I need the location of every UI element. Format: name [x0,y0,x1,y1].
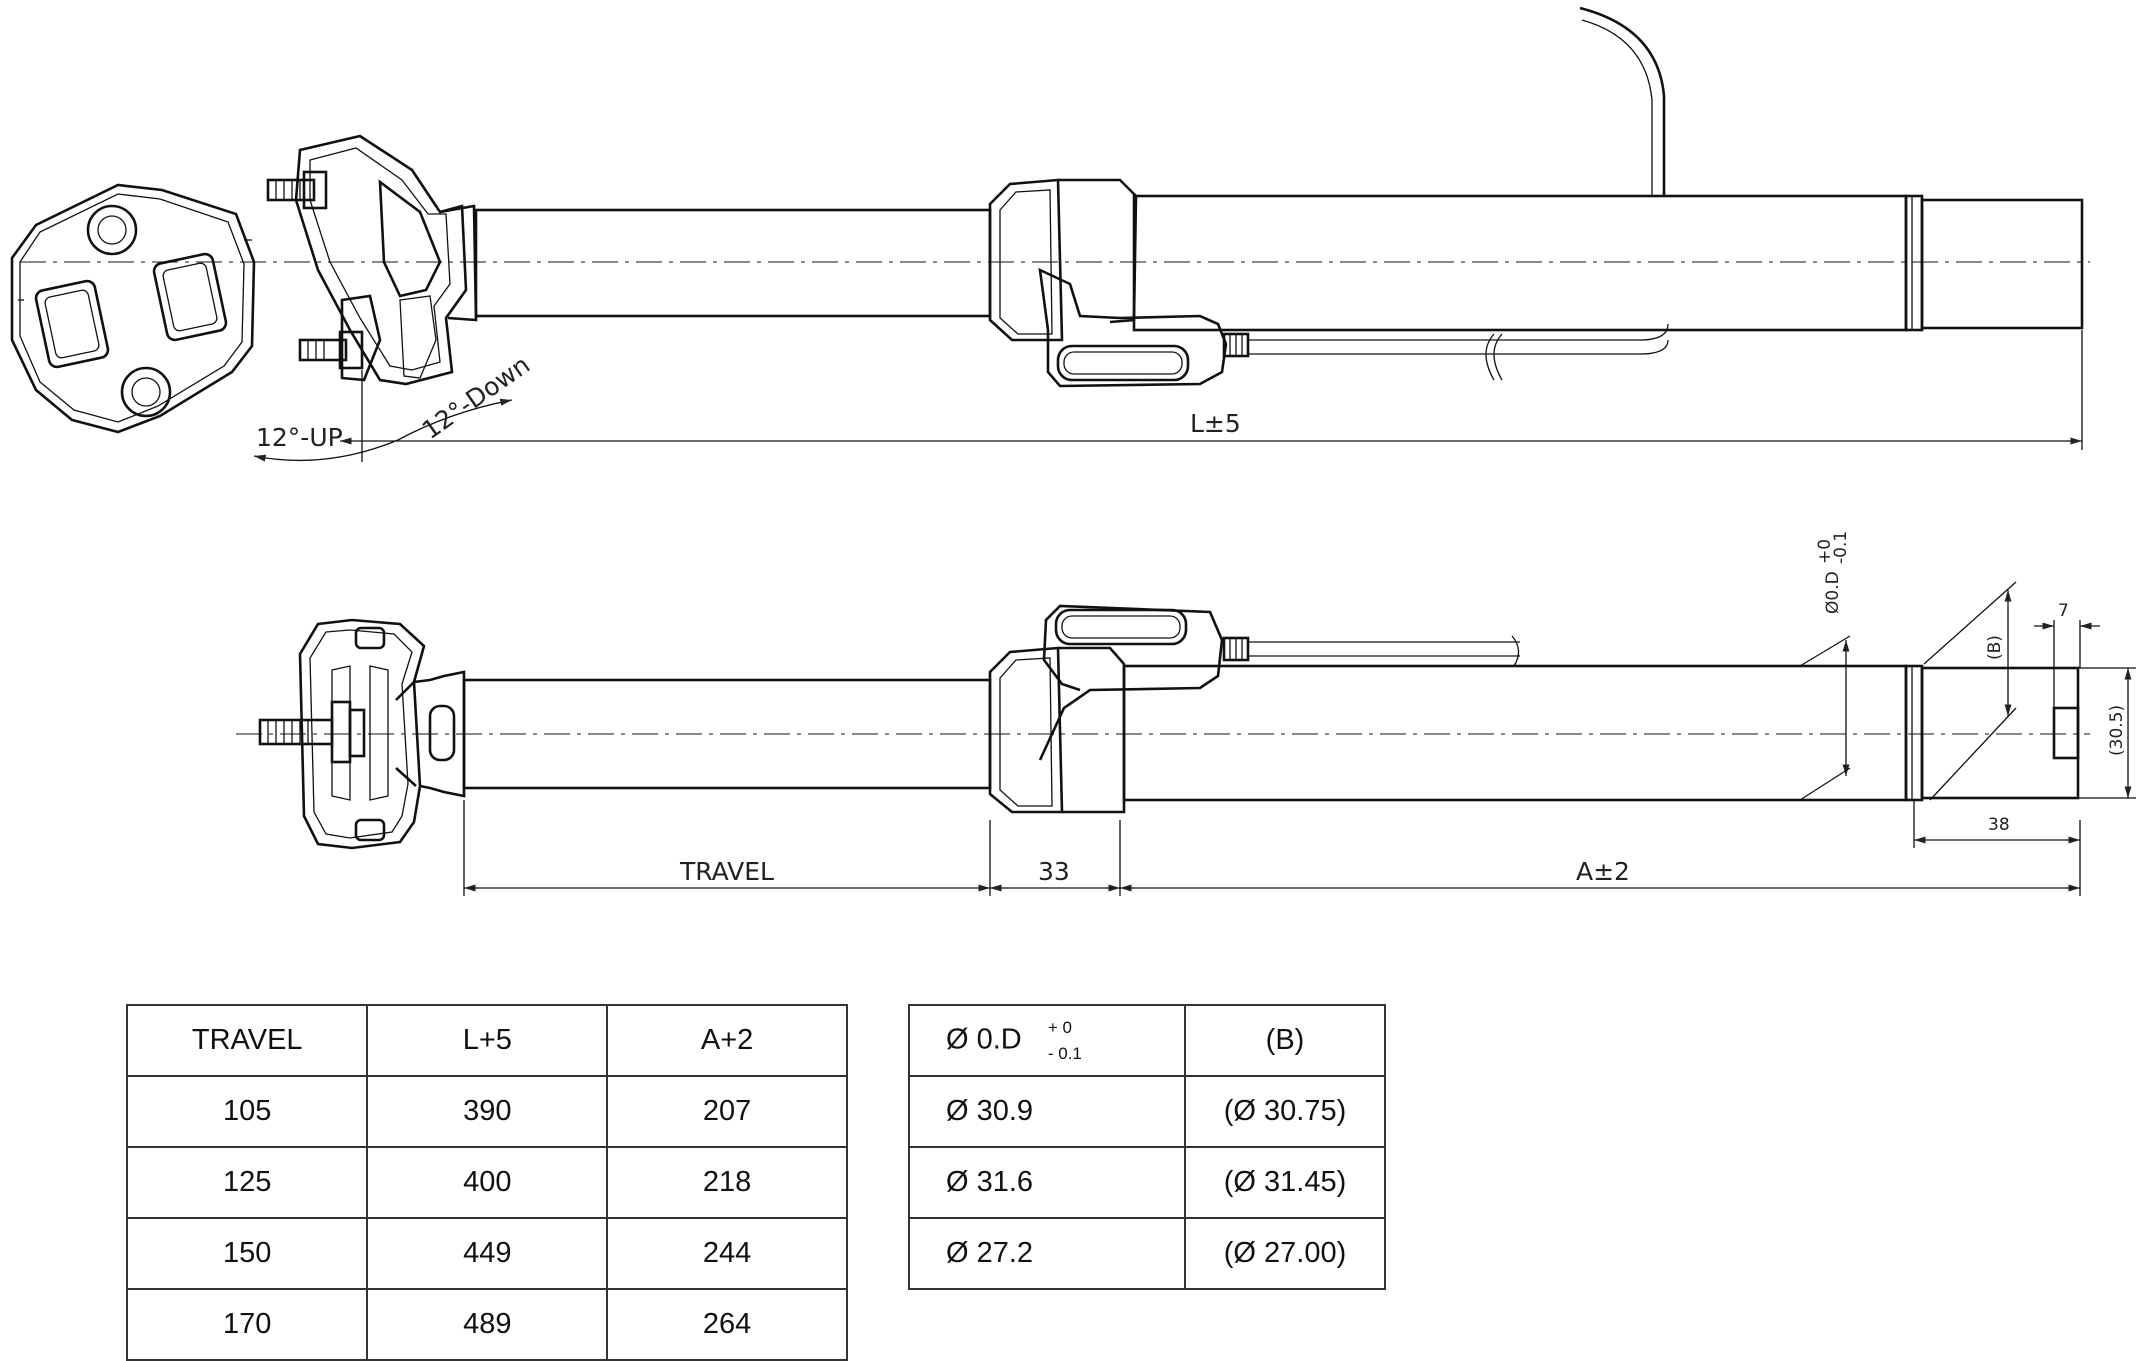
table-cell: 207 [606,1075,848,1148]
tol-minus: - 0.1 [1047,1043,1082,1063]
thirty-eight-dim-label: 38 [1988,815,2010,835]
remote-lever-side [1038,604,1250,761]
table-cell: 125 [125,1146,369,1219]
header-b: (B) [1184,1004,1386,1077]
table-cell: 218 [606,1146,848,1219]
collar-top [988,178,1064,342]
table-row: Ø 30.9 (Ø 30.75) [908,1075,1386,1148]
stanchion-top [474,208,992,318]
tol-plus: + 0 [1047,1017,1072,1037]
table-header-row: TRAVEL L+5 A+2 [125,1004,848,1077]
table-cell: (Ø 30.75) [1184,1075,1386,1148]
hose-top [1579,6,1666,196]
table-row: 125 400 218 [125,1146,848,1219]
cable-side [1248,641,1520,657]
outer-tube-side [1122,664,1908,802]
table-cell: 150 [125,1217,369,1290]
diameter-table: Ø 0.D + 0 - 0.1 (B) Ø 30.9 (Ø 30.75) Ø 3… [908,1004,1386,1290]
table-cell: (Ø 31.45) [1184,1146,1386,1219]
clamp-head-top [266,134,468,386]
top-view: L±5 12°-UP 12°-Down [10,6,2090,462]
table-cell: 170 [125,1288,369,1361]
table-row: Ø 27.2 (Ø 27.00) [908,1217,1386,1290]
table-header-row: Ø 0.D + 0 - 0.1 (B) [908,1004,1386,1077]
travel-dim-label: TRAVEL [679,857,774,886]
header-od-tolerance: + 0 - 0.1 [1048,1015,1082,1067]
table-cell: 390 [366,1075,609,1148]
a-dim-label: A±2 [1576,857,1630,886]
table-row: 150 449 244 [125,1217,848,1290]
header-a: A+2 [606,1004,848,1077]
table-cell: Ø 27.2 [908,1217,1186,1290]
table-cell: 400 [366,1146,609,1219]
table-cell: 244 [606,1217,848,1290]
table-cell: Ø 30.9 [908,1075,1186,1148]
table-row: Ø 31.6 (Ø 31.45) [908,1146,1386,1219]
table-row: 105 390 207 [125,1075,848,1148]
length-dim-label: L±5 [1190,409,1241,438]
header-od-label: Ø 0.D [946,1023,1022,1056]
header-l: L+5 [366,1004,609,1077]
table-row: 170 489 264 [125,1288,848,1361]
table-cell: 264 [606,1288,848,1361]
travel-table: TRAVEL L+5 A+2 105 390 207 125 400 218 1… [125,1004,848,1361]
od-dim-label: Ø0.D [1823,571,1843,614]
angle-up-label: 12°-UP [256,423,343,452]
table-cell: 105 [125,1075,369,1148]
seven-dim-label: 7 [2058,601,2069,621]
table-cell: Ø 31.6 [908,1146,1186,1219]
remote-lever-top [1038,267,1250,388]
seatpost-technical-drawing: L±5 12°-UP 12°-Down [10,6,2136,896]
header-travel: TRAVEL [125,1004,369,1077]
fixed-dim-label: 33 [1038,857,1070,886]
clamp-head-side [258,618,466,850]
table-cell: 449 [366,1217,609,1290]
table-cell: 489 [366,1288,609,1361]
side-view: TRAVEL 33 A±2 Ø0.D +0 -0.1 (B) 7 38 (30.… [236,531,2136,896]
od-tol-minus: -0.1 [1831,531,1851,564]
table-cell: (Ø 27.00) [1184,1217,1386,1290]
od-tol-plus: +0 [1815,539,1835,564]
b-dim-label: (B) [1985,635,2005,660]
header-od: Ø 0.D + 0 - 0.1 [908,1004,1186,1077]
cable-top [1248,323,1669,341]
outer-tube-top [1132,194,1908,332]
thirty-dim-label: (30.5) [2107,705,2127,756]
clamp-plate [10,183,256,434]
